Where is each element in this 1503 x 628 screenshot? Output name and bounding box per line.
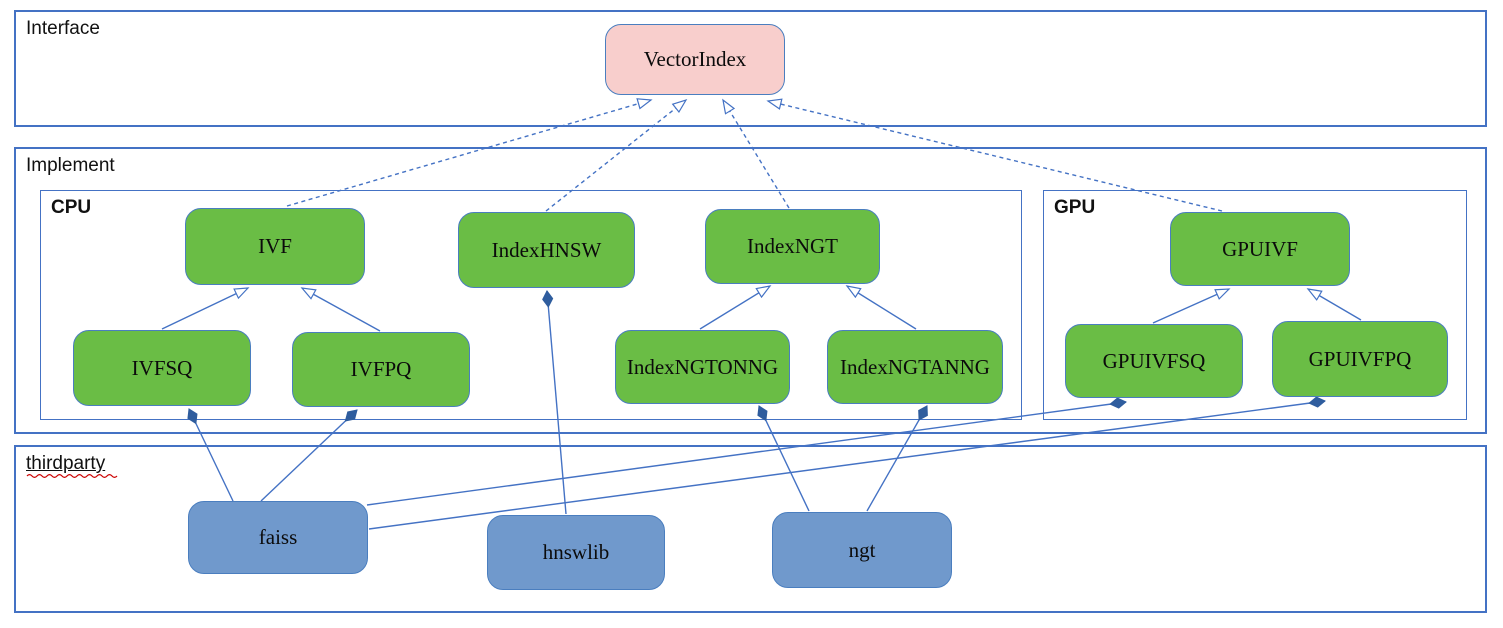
node-gpuivfpq: GPUIVFPQ	[1272, 321, 1448, 397]
node-gpuivfsq: GPUIVFSQ	[1065, 324, 1243, 398]
node-indexngtonng-label: IndexNGTONNG	[626, 354, 779, 379]
node-indexngtanng-label: IndexNGTANNG	[840, 354, 990, 379]
node-indexngt-label: IndexNGT	[747, 234, 838, 258]
node-indexhnsw-label: IndexHNSW	[491, 237, 602, 262]
container-interface-label: Interface	[26, 18, 100, 39]
node-indexngt: IndexNGT	[705, 209, 880, 284]
spellcheck-wavy-underline-icon	[26, 474, 118, 478]
node-vectorindex: VectorIndex	[605, 24, 785, 95]
node-gpuivfpq-label: GPUIVFPQ	[1308, 346, 1412, 371]
node-ivfsq-label: IVFSQ	[131, 355, 193, 380]
node-ivfpq-label: IVFPQ	[350, 357, 412, 381]
node-ivfsq: IVFSQ	[73, 330, 251, 406]
node-hnswlib-label: hnswlib	[542, 540, 610, 564]
container-cpu-label: CPU	[51, 197, 92, 218]
container-gpu-label: GPU	[1054, 197, 1096, 218]
node-indexngtonng: IndexNGTONNG	[615, 330, 790, 404]
node-ngt: ngt	[772, 512, 952, 588]
node-faiss: faiss	[188, 501, 368, 574]
node-ivf: IVF	[185, 208, 365, 285]
node-faiss-label: faiss	[258, 525, 298, 549]
node-vectorindex-label: VectorIndex	[643, 47, 747, 71]
node-ivf-label: IVF	[258, 234, 292, 258]
node-indexngtanng: IndexNGTANNG	[827, 330, 1003, 404]
node-hnswlib: hnswlib	[487, 515, 665, 590]
node-ivfpq: IVFPQ	[292, 332, 470, 407]
node-gpuivf-label: GPUIVF	[1222, 236, 1298, 261]
container-thirdparty-label: thirdparty	[26, 453, 118, 479]
node-gpuivfsq-label: GPUIVFSQ	[1102, 348, 1206, 373]
node-gpuivf: GPUIVF	[1170, 212, 1350, 286]
node-ngt-label: ngt	[848, 537, 876, 562]
container-implement-label: Implement	[26, 155, 115, 176]
node-indexhnsw: IndexHNSW	[458, 212, 635, 288]
